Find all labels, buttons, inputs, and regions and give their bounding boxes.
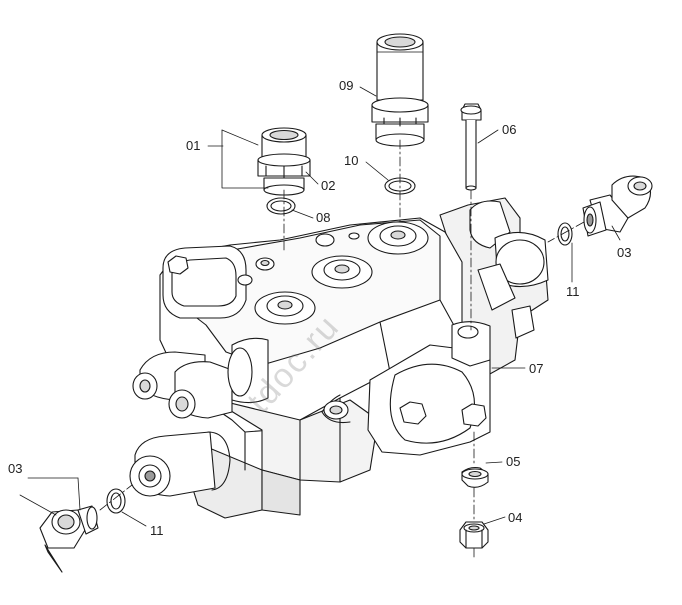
seal-rings	[106, 177, 573, 514]
part-04-nut	[459, 521, 489, 549]
top-port-bosses	[167, 221, 429, 325]
callout-09: 09	[339, 78, 354, 93]
front-bottom-port	[129, 431, 231, 497]
callout-11-right: 11	[566, 284, 580, 299]
part-09-long-fitting	[371, 33, 429, 147]
callout-01: 01	[186, 138, 201, 153]
callout-leaders	[19, 86, 621, 527]
left-side-ports	[132, 337, 269, 419]
callout-03-left: 03	[8, 461, 23, 476]
callout-05: 05	[506, 454, 521, 469]
assembly-center-lines	[99, 139, 585, 561]
part-06-bolt	[460, 103, 482, 191]
right-rear-ports	[469, 200, 549, 339]
callout-04: 04	[508, 510, 523, 525]
part-02-fitting	[257, 127, 311, 196]
valve-body	[129, 197, 549, 519]
callout-11-left: 11	[150, 523, 164, 538]
part-03-elbow-left	[39, 505, 99, 573]
part-03-elbow-right	[582, 175, 653, 237]
callout-07: 07	[529, 361, 544, 376]
callout-08: 08	[316, 210, 331, 225]
part-05-washer	[461, 466, 489, 488]
callout-06: 06	[502, 122, 517, 137]
callout-03-right: 03	[617, 245, 632, 260]
actuator-housing	[321, 321, 491, 456]
callout-02: 02	[321, 178, 336, 193]
callout-10: 10	[344, 153, 359, 168]
